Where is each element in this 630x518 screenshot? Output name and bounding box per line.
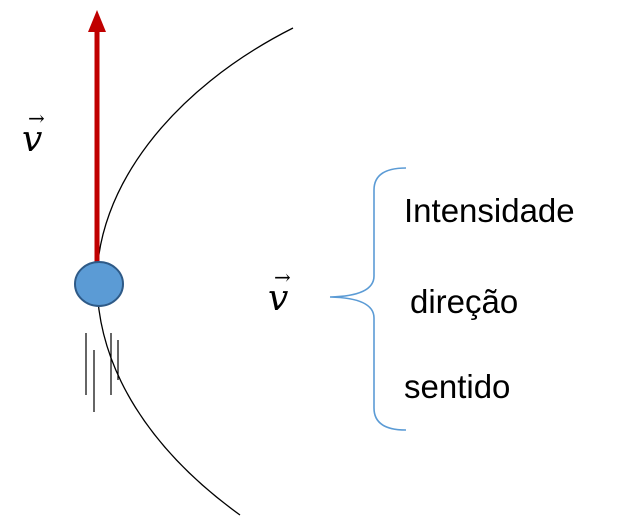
vector-letter: v: [22, 119, 43, 160]
vector-arrow-accent: →: [28, 106, 45, 130]
property-intensidade: Intensidade: [404, 192, 575, 229]
vector-arrow-accent: →: [274, 265, 291, 289]
vector-letter: v: [268, 278, 289, 319]
velocity-symbol-right: → v: [268, 267, 291, 319]
velocity-symbol-left: → v: [22, 108, 45, 160]
property-sentido: sentido: [404, 368, 511, 405]
velocity-arrowhead: [88, 10, 106, 32]
moving-ball: [74, 261, 124, 307]
property-direcao: direção: [410, 283, 519, 320]
property-brace: [329, 167, 407, 431]
trajectory-curve: [96, 27, 294, 516]
